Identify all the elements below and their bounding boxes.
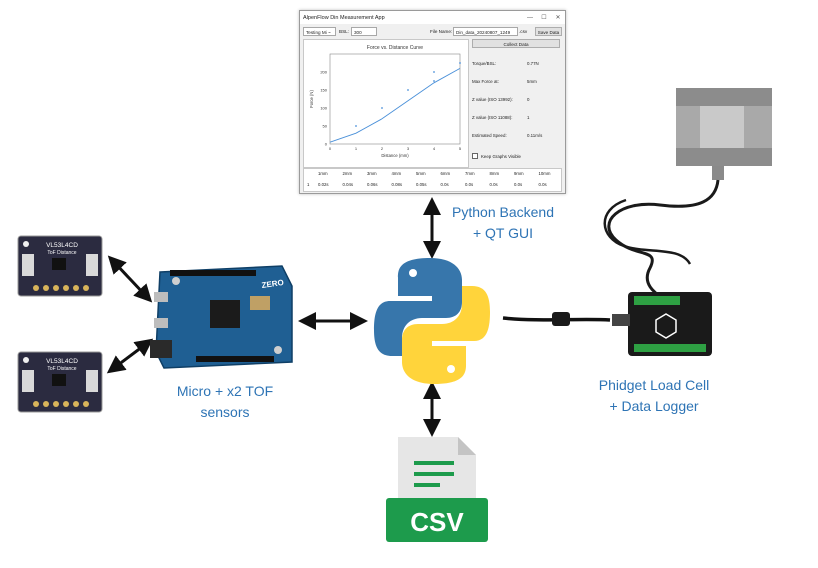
micro-caption-line2: sensors — [200, 404, 249, 420]
table-header: 6mm — [440, 171, 451, 176]
phidget-caption-line1: Phidget Load Cell — [599, 377, 710, 393]
bsl-label: BSL: — [339, 29, 349, 34]
tof-sensor-top: VL53L4CD ToF Distance — [17, 235, 103, 297]
app-window: AlpenFlow Din Measurement App — ☐ ✕ Test… — [299, 10, 566, 194]
table-header: 3mm — [367, 171, 377, 176]
checkbox-box[interactable] — [472, 153, 478, 159]
table-cell: 0.0s — [538, 182, 547, 187]
table-header: 1mm — [318, 171, 328, 176]
scatter-point — [433, 80, 435, 82]
ferrite-bead — [552, 312, 570, 326]
table-cell: 0.02s — [318, 182, 329, 187]
arduino-board: ZERO — [150, 265, 293, 369]
keep-graphs-checkbox[interactable]: Keep Graphs Visible — [472, 153, 521, 159]
board-label: ZERO — [261, 278, 284, 290]
python-logo-icon — [374, 258, 490, 384]
testing-select[interactable]: Testing Mi ~ — [303, 27, 336, 36]
y-tick-label: 150 — [320, 88, 327, 93]
readout-value: 0.77N — [527, 61, 539, 66]
phidget-caption-line2: + Data Logger — [609, 398, 698, 414]
csv-file-icon: CSV — [386, 437, 488, 542]
readout-value: 0.11m/s — [527, 133, 543, 138]
filename-ext: .csv — [519, 29, 528, 34]
filename-label: File Name: — [430, 29, 453, 34]
tof-chip-name-1: VL53L4CD — [46, 242, 78, 249]
readout-label: Z value (ISO 11088): — [472, 115, 513, 120]
tof-chip-name-2: VL53L4CD — [46, 358, 78, 365]
window-title: AlpenFlow Din Measurement App — [303, 14, 385, 21]
readout-label: Max Force at: — [472, 79, 499, 84]
x-tick-label: 1 — [355, 146, 358, 151]
title-bar: AlpenFlow Din Measurement App — ☐ ✕ — [300, 11, 565, 24]
readout-value: 5mm — [527, 79, 537, 84]
y-axis-label: Force (N) — [309, 90, 314, 108]
maximize-icon[interactable]: ☐ — [541, 15, 547, 21]
tof-chip-sub-2: ToF Distance — [47, 366, 76, 372]
x-tick-label: 2 — [381, 146, 384, 151]
readout-label: Torque/BSL: — [472, 61, 497, 66]
scatter-point — [459, 62, 461, 64]
table-cell: 0.0s — [489, 182, 498, 187]
tof-sensor-bottom: VL53L4CD ToF Distance — [17, 351, 103, 413]
close-icon[interactable]: ✕ — [555, 15, 561, 21]
table-header: 5mm — [416, 171, 426, 176]
table-header: 7mm — [465, 171, 475, 176]
x-axis-label: Distance (mm) — [381, 153, 409, 158]
python-caption-line2: + QT GUI — [473, 225, 533, 241]
load-cell — [676, 88, 772, 180]
series-line — [329, 68, 461, 143]
python-caption-line1: Python Backend — [452, 204, 554, 220]
chart-title: Force vs. Distance Curve — [367, 45, 423, 51]
table-header: 9mm — [514, 171, 524, 176]
readout-value: 0 — [527, 97, 530, 102]
tof-chip-sub-1: ToF Distance — [47, 250, 76, 256]
table-cell: 0.08s — [391, 182, 403, 187]
table-cell: 0.05s — [416, 182, 427, 187]
readout-label: Estimated Speed: — [472, 133, 507, 138]
collect-data-button[interactable]: Collect Data — [472, 39, 560, 48]
plot-area — [329, 53, 461, 145]
readout-value: 1 — [527, 115, 530, 120]
filename-input[interactable]: Din_data_20240807_1249 — [453, 27, 518, 36]
arrow-tof1-micro — [107, 255, 153, 303]
x-tick-label: 0 — [329, 146, 332, 151]
scatter-point — [381, 107, 383, 109]
arrow-tof2-micro — [106, 338, 154, 374]
table-header: 10mm — [538, 171, 551, 176]
table-header: 8mm — [489, 171, 500, 176]
table-cell: 0.04s — [342, 182, 354, 187]
readout-label: Z value (ISO 13992): — [472, 97, 513, 102]
scatter-point — [355, 125, 357, 127]
minimize-icon[interactable]: — — [527, 14, 533, 21]
y-tick-label: 100 — [320, 106, 327, 111]
micro-caption-line1: Micro + x2 TOF — [177, 383, 273, 399]
table-cell: 0.0s — [465, 182, 474, 187]
x-tick-label: 5 — [459, 146, 462, 151]
bsl-input[interactable]: 300 — [351, 27, 377, 36]
scatter-point — [433, 71, 435, 73]
load-cell-cable-coil — [603, 198, 692, 265]
csv-text: CSV — [410, 507, 464, 537]
data-table: 1 1mm 0.02s 2mm 0.04s 3mm 0.06s 4mm 0.08s 5mm 0.05… — [303, 168, 562, 192]
table-header: 2mm — [342, 171, 353, 176]
save-data-button[interactable]: Save Data — [535, 27, 562, 36]
x-tick-label: 3 — [407, 146, 410, 151]
toolbar: Testing Mi ~ BSL: 300 File Name: Din_dat… — [303, 27, 562, 37]
load-cell-cable — [607, 179, 720, 302]
y-tick-label: 50 — [323, 124, 328, 129]
y-tick-label: 200 — [320, 70, 327, 75]
phidget-logger — [612, 292, 712, 356]
scatter-point — [407, 89, 409, 91]
row-index: 1 — [307, 182, 310, 187]
checkbox-label: Keep Graphs Visible — [481, 153, 521, 159]
table-header: 4mm — [391, 171, 402, 176]
table-cell: 0.0s — [514, 182, 523, 187]
x-tick-label: 4 — [433, 146, 436, 151]
table-cell: 0.06s — [367, 182, 378, 187]
y-tick-label: 0 — [325, 142, 328, 147]
table-cell: 0.0s — [440, 182, 449, 187]
